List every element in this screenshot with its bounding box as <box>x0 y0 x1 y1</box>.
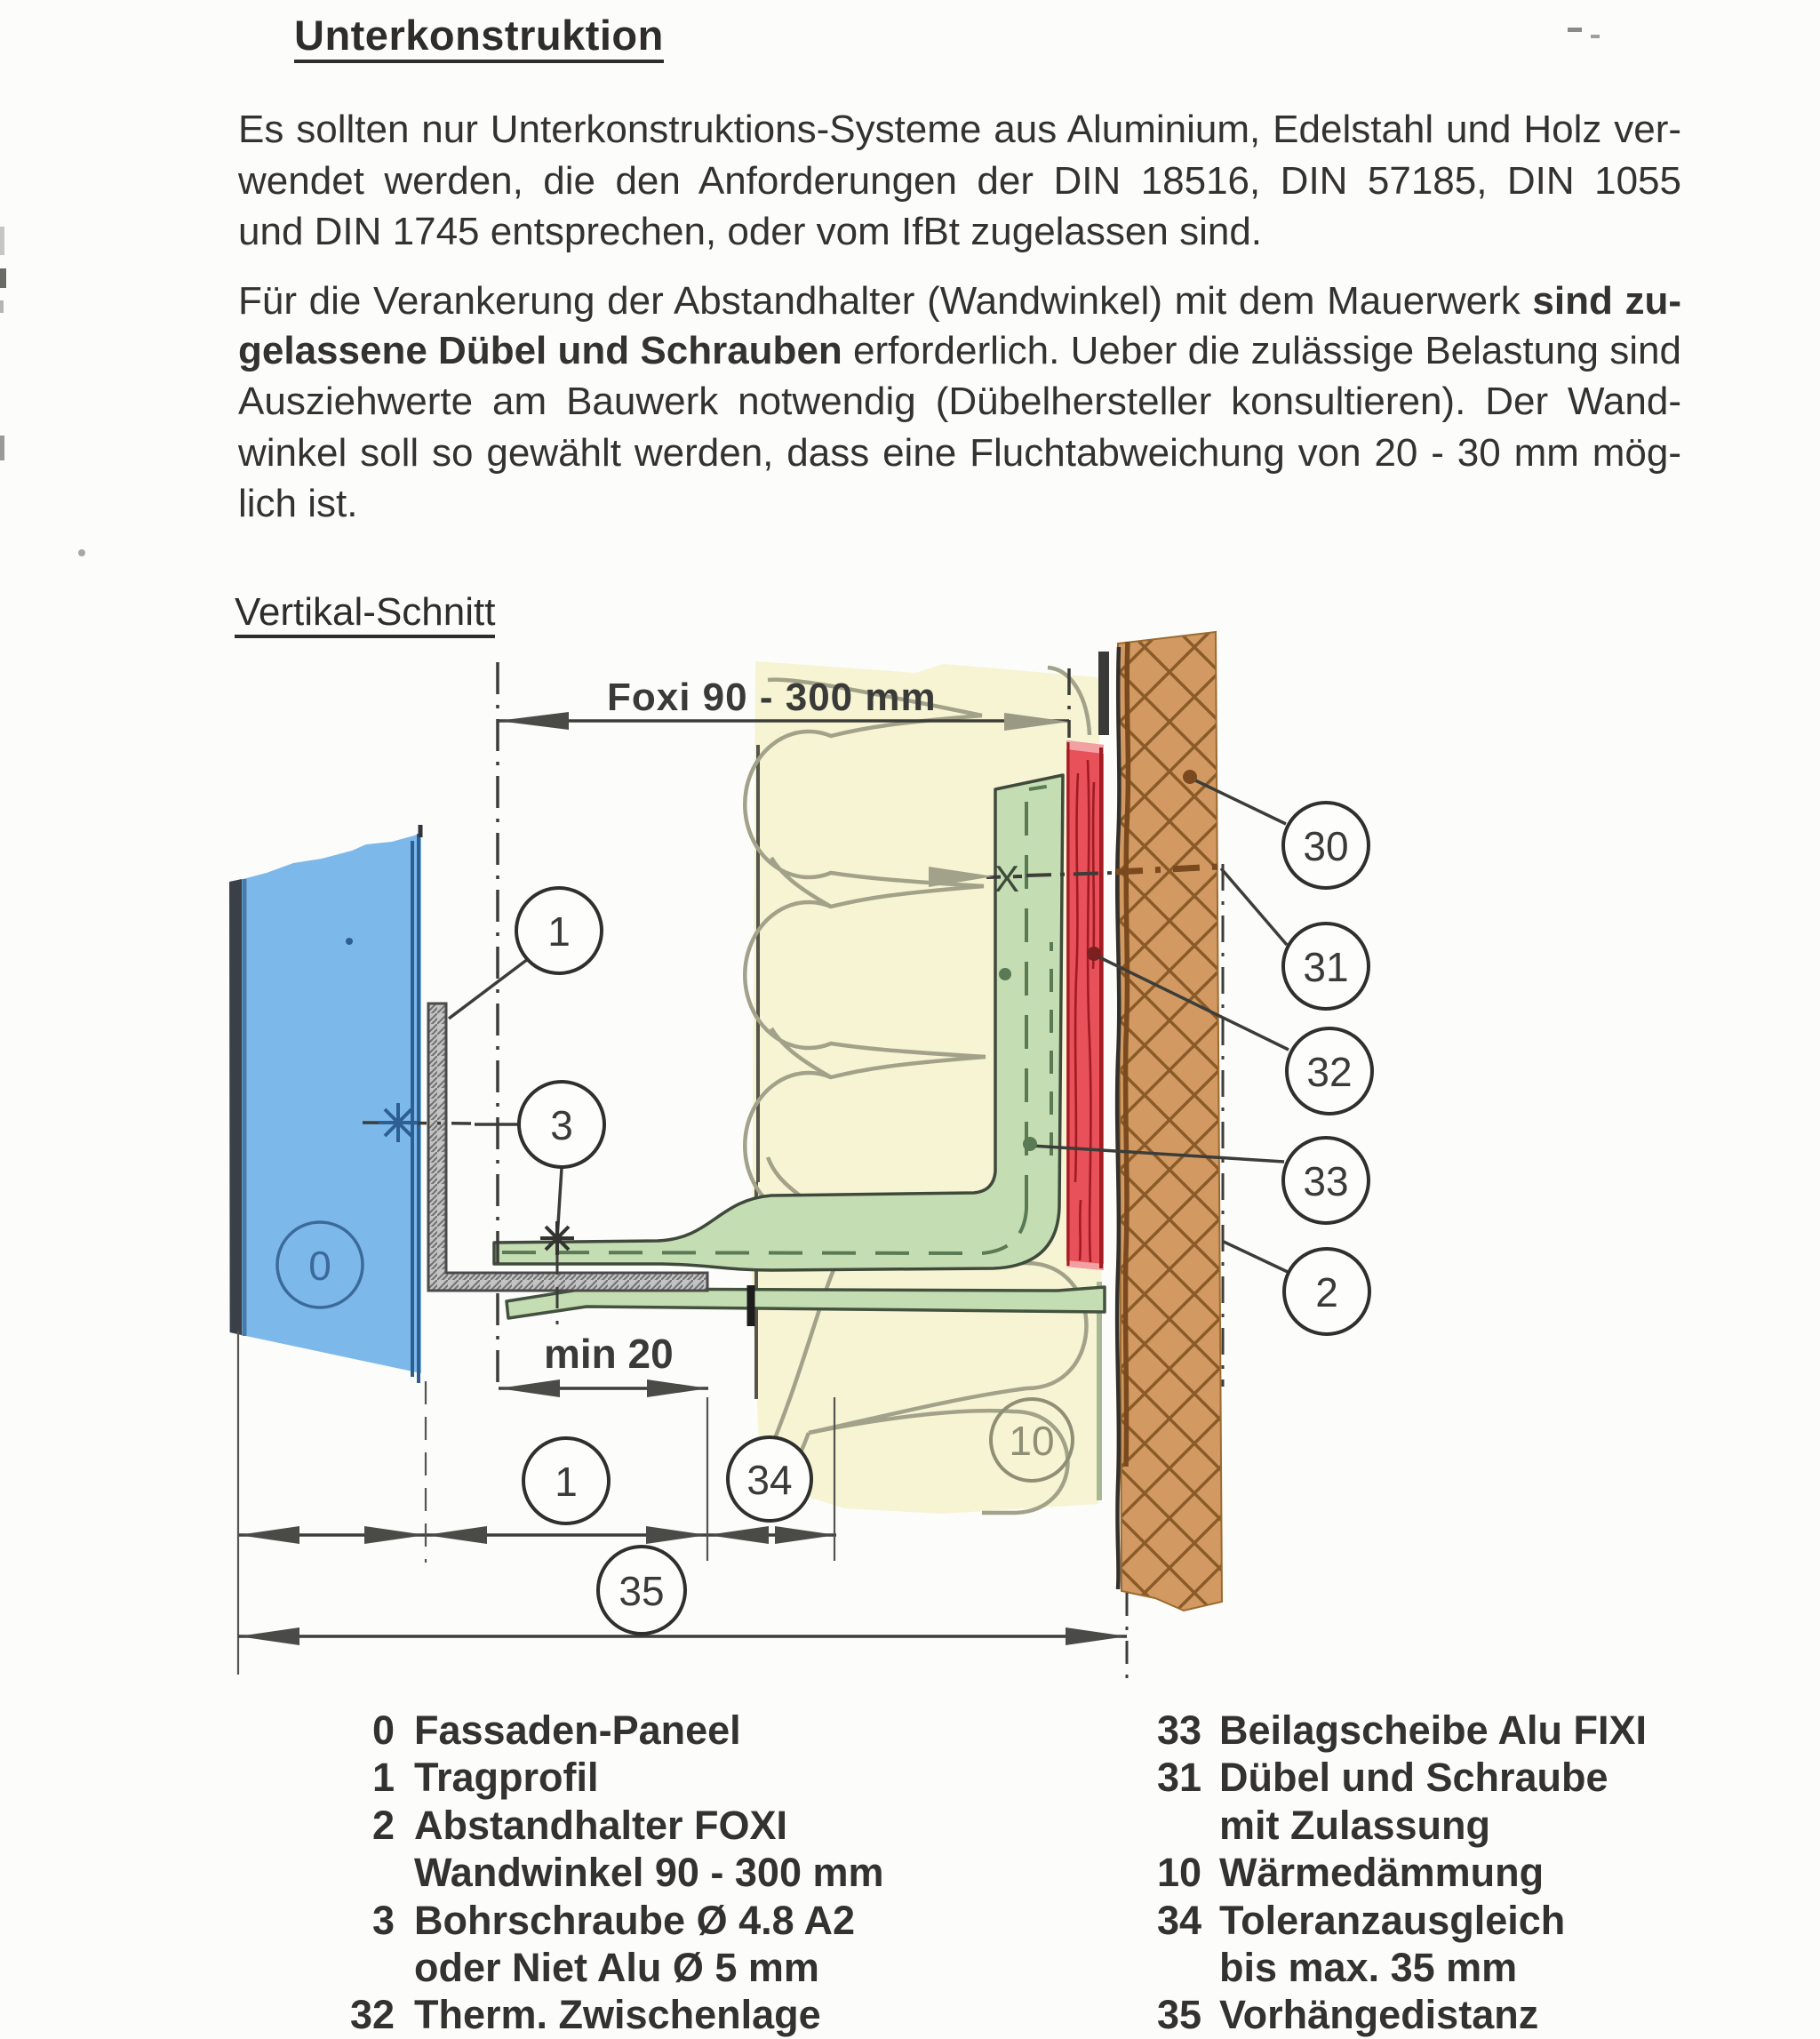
svg-text:32: 32 <box>1306 1049 1352 1095</box>
svg-text:33: 33 <box>1303 1158 1348 1204</box>
svg-text:min 20: min 20 <box>544 1331 674 1377</box>
svg-text:Foxi 90 - 300 mm: Foxi 90 - 300 mm <box>607 676 937 719</box>
svg-text:30: 30 <box>1303 823 1348 869</box>
svg-text:31: 31 <box>1303 944 1348 990</box>
svg-text:0: 0 <box>308 1243 331 1289</box>
svg-text:1: 1 <box>547 908 571 955</box>
svg-text:1: 1 <box>555 1459 578 1505</box>
svg-text:10: 10 <box>1009 1418 1054 1464</box>
svg-text:X: X <box>994 858 1019 900</box>
svg-text:3: 3 <box>550 1102 573 1148</box>
svg-text:2: 2 <box>1315 1269 1338 1315</box>
svg-text:35: 35 <box>619 1568 664 1614</box>
svg-text:34: 34 <box>746 1457 792 1503</box>
